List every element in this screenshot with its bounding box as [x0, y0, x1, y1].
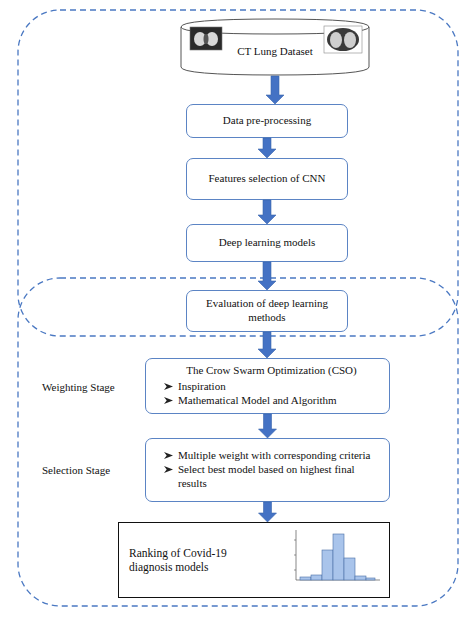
bullet-marker [164, 396, 173, 405]
cylinder-rim [181, 27, 369, 34]
bullet-item: Multiple weight with corresponding crite… [164, 449, 379, 463]
bullet-text: Select best model based on highest final… [178, 463, 379, 491]
block-arrow [258, 200, 276, 224]
histogram-thumbnail [294, 530, 380, 580]
dashed-region [18, 10, 458, 336]
bullet-item: Inspiration [164, 380, 379, 394]
box-heading: The Crow Swarm Optimization (CSO) [164, 364, 379, 378]
ct-image [190, 27, 222, 50]
box-text: Deep learning models [219, 236, 316, 250]
block-arrow [259, 414, 277, 438]
bullet-text: Multiple weight with corresponding crite… [178, 449, 379, 463]
bullet-arrow [164, 383, 173, 390]
stage-label: Weighting Stage [42, 381, 115, 393]
bullet-text: Inspiration [178, 380, 379, 394]
dashed-region [18, 278, 458, 606]
block-arrow [258, 138, 276, 158]
box-text: Features selection of CNN [209, 172, 326, 186]
bullet-item: Mathematical Model and Algorithm [164, 394, 379, 408]
bullet-marker [164, 451, 173, 460]
result-box: Ranking of Covid-19 diagnosis models [118, 522, 390, 598]
cylinder-body [181, 19, 369, 75]
bullet-arrow [164, 452, 173, 459]
bullet-marker [164, 382, 173, 391]
block-arrow [258, 332, 276, 358]
dataset-cylinder: CT Lung Dataset [180, 18, 370, 76]
box-text: Evaluation of deep learning methods [187, 297, 347, 325]
stage-box: Multiple weight with corresponding crite… [145, 438, 390, 502]
process-box: Evaluation of deep learning methods [186, 290, 348, 332]
bullet-text: Mathematical Model and Algorithm [178, 394, 379, 408]
bullet-arrow [164, 397, 173, 404]
ct-image [324, 26, 362, 53]
box-text: Data pre-processing [223, 114, 311, 128]
process-box: Features selection of CNN [186, 158, 348, 200]
block-arrow [266, 76, 284, 104]
stage-label: Selection Stage [42, 464, 110, 476]
box-text: CT Lung Dataset [237, 45, 313, 59]
process-box: Data pre-processing [186, 104, 348, 138]
box-text: Ranking of Covid-19 diagnosis models [129, 546, 259, 575]
block-arrow [258, 262, 276, 290]
block-arrow [259, 502, 277, 522]
bullet-marker [164, 465, 173, 474]
bullet-arrow [164, 466, 173, 473]
process-box: Deep learning models [186, 224, 348, 262]
stage-box: The Crow Swarm Optimization (CSO) Inspira… [145, 358, 390, 414]
bullet-item: Select best model based on highest final… [164, 463, 379, 491]
